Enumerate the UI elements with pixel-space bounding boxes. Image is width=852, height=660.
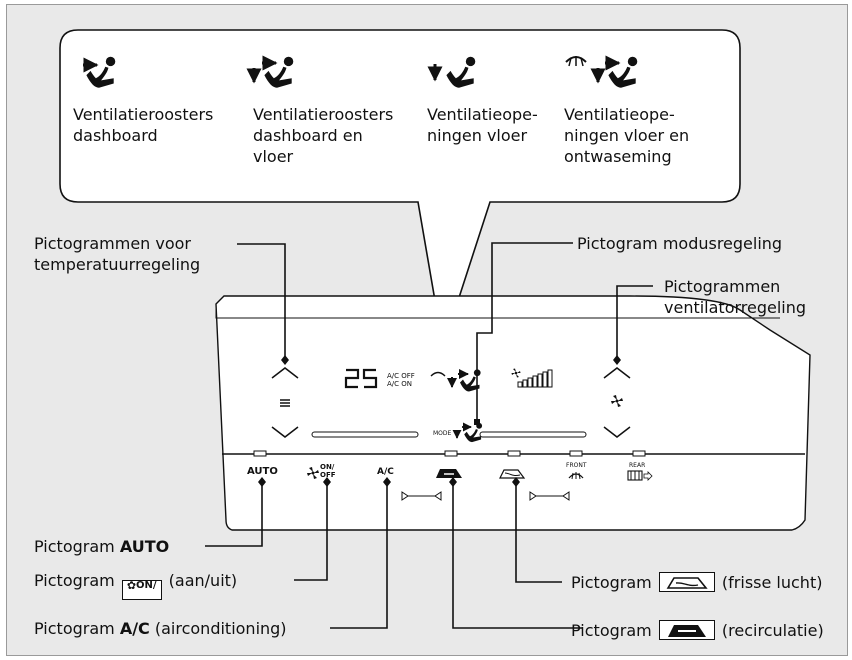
panel-rear-defrost-icon <box>627 470 653 481</box>
mode-label-floor: Ventilatieope- ningen vloer <box>427 105 538 145</box>
mode-label-floor-defrost: Ventilatieope- ningen vloer en ontwasemi… <box>564 105 690 166</box>
off-text: OFF <box>320 471 336 479</box>
recirc-callout: Pictogram (recirculatie) <box>571 620 824 640</box>
ac-button[interactable]: A/C <box>377 467 394 477</box>
face-vent-icon <box>83 56 116 88</box>
auto-callout: Pictogram AUTO <box>34 537 170 556</box>
mode-label-face: Ventilatieroosters dashboard <box>73 105 214 145</box>
mode-text: MODE <box>433 430 452 437</box>
fresh-air-callout: Pictogram (frisse lucht) <box>571 572 823 592</box>
ac-off-text: A/C OFF <box>387 372 415 380</box>
fresh-air-chip-icon <box>658 572 715 592</box>
ac-on-text: A/C ON <box>387 380 413 388</box>
front-text: FRONT <box>566 462 587 469</box>
fan-level-display <box>517 369 553 388</box>
face-floor-vent-icon <box>246 55 294 88</box>
panel-front-defrost-icon <box>568 472 584 480</box>
panel-recirc-icon <box>436 469 462 478</box>
ac-callout: Pictogram A/C (airconditioning) <box>34 619 287 638</box>
on-text: ON/ <box>320 463 335 471</box>
onoff-chip-icon: ✿ON/ <box>121 580 162 600</box>
fan-callout: Pictogrammen ventilatorregeling <box>664 277 807 317</box>
temperature-display <box>344 368 378 389</box>
display-mode-icon <box>430 369 481 392</box>
floor-defrost-vent-icon <box>565 55 638 88</box>
recirc-chip-icon <box>658 620 715 640</box>
onoff-callout: Pictogram ✿ON/ (aan/uit) <box>34 570 237 600</box>
rear-text: REAR <box>629 462 646 469</box>
mode-button-icon <box>452 422 483 443</box>
mode-callout: Pictogram modusregeling <box>577 234 783 253</box>
fan-icon-small <box>611 395 623 407</box>
temp-callout: Pictogrammen voor temperatuurregeling <box>34 234 201 274</box>
floor-vent-icon <box>427 56 476 88</box>
auto-button[interactable]: AUTO <box>247 466 278 477</box>
mode-bubble <box>59 29 741 348</box>
panel-fan-icon <box>307 467 319 479</box>
mode-label-face-floor: Ventilatieroosters dashboard en vloer <box>253 105 394 166</box>
control-panel <box>215 295 811 531</box>
